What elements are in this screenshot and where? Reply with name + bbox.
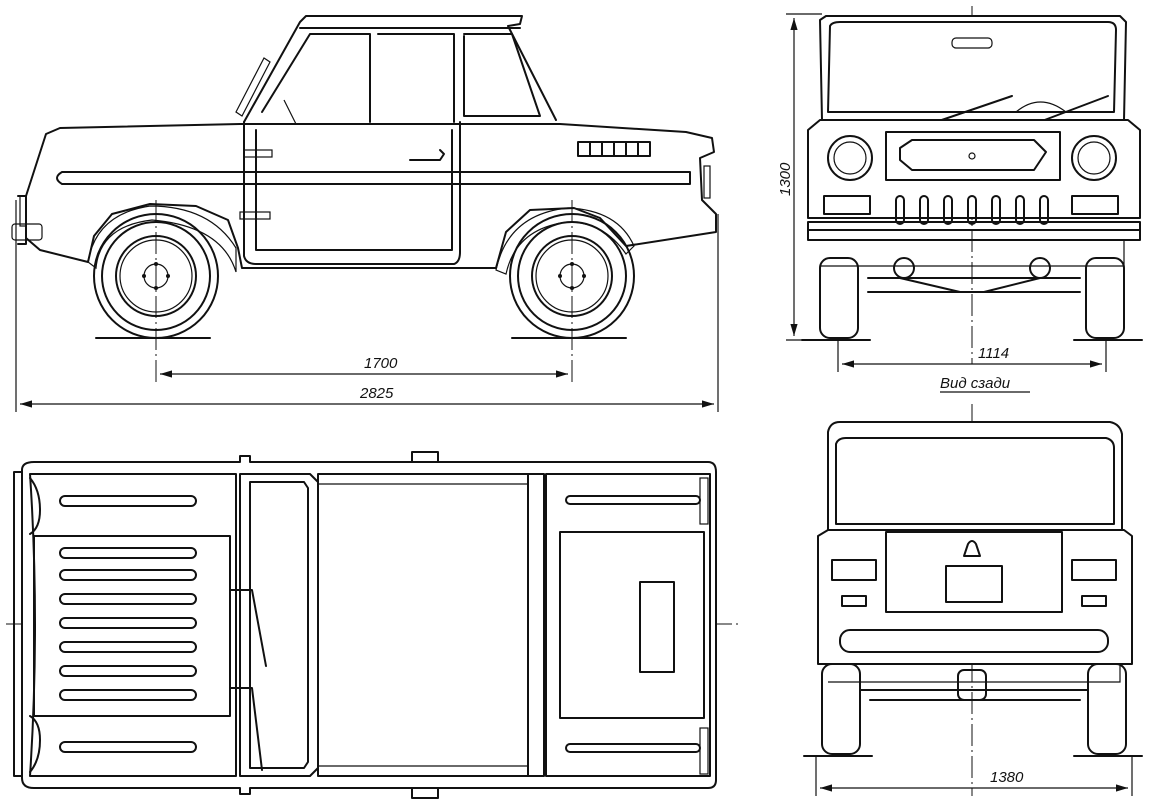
side-view: 1700 2825	[11, 15, 719, 412]
rear-view-caption: Вид сзади	[940, 375, 1011, 392]
height-dimension: 1300	[777, 162, 794, 196]
overall-length-dimension: 2825	[359, 385, 394, 402]
hood-vents	[59, 495, 197, 753]
top-view	[6, 451, 740, 799]
front-track-dimension: 1114	[978, 345, 1009, 362]
side-vents	[577, 141, 651, 157]
front-view: 1300	[777, 6, 1143, 393]
rear-view: 1380	[803, 404, 1143, 796]
wheelbase-dimension: 1700	[364, 355, 398, 372]
rear-track-dimension: 1380	[990, 769, 1024, 786]
